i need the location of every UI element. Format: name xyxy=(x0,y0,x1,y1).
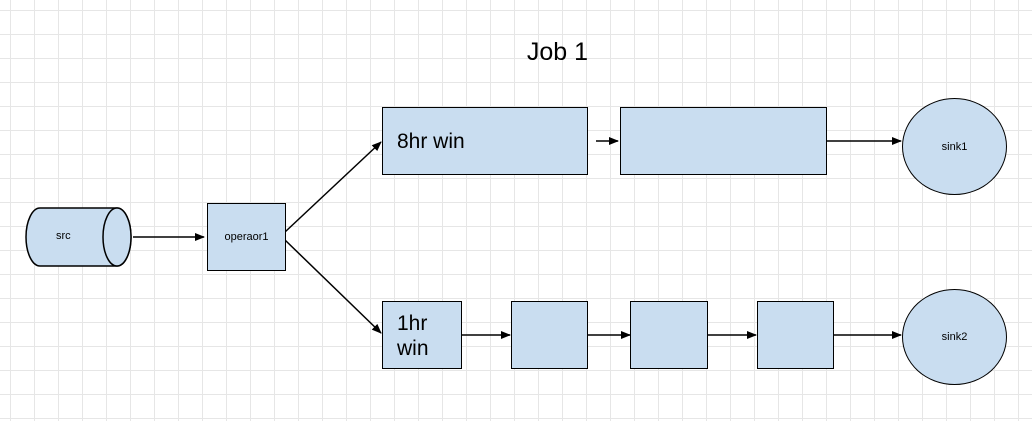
window-1hr-node[interactable]: 1hr win xyxy=(382,301,462,369)
window-8hr-next-node[interactable] xyxy=(620,107,827,175)
src-label: src xyxy=(56,230,71,242)
operator-label: operaor1 xyxy=(224,231,269,243)
src-cylinder[interactable] xyxy=(25,207,132,267)
step-a-node[interactable] xyxy=(511,301,588,369)
window-8hr-label: 8hr win xyxy=(397,130,465,153)
diagram-title: Job 1 xyxy=(526,38,589,66)
edge-operator-8hr xyxy=(284,141,382,233)
window-8hr-node[interactable]: 8hr win xyxy=(382,107,588,175)
sink1-node[interactable]: sink1 xyxy=(902,98,1007,195)
step-b-node[interactable] xyxy=(630,301,708,369)
sink1-label: sink1 xyxy=(941,140,968,153)
edge-operator-1hr xyxy=(284,239,382,334)
operator-node[interactable]: operaor1 xyxy=(207,203,286,271)
step-c-node[interactable] xyxy=(757,301,834,369)
sink2-node[interactable]: sink2 xyxy=(902,289,1007,385)
window-1hr-label: 1hr win xyxy=(397,312,429,360)
sink2-label: sink2 xyxy=(941,331,968,343)
